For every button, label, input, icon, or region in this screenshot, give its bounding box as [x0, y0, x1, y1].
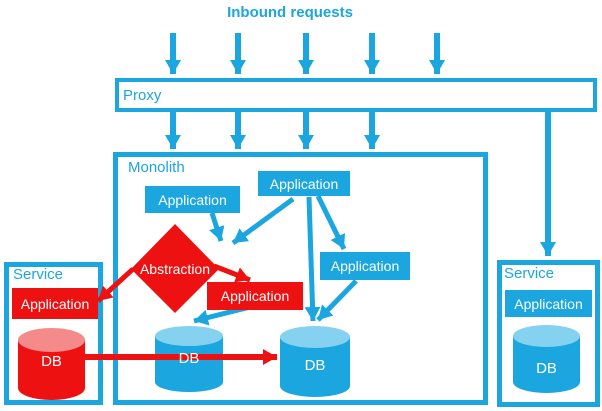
- inbound-requests-label: Inbound requests: [227, 4, 353, 21]
- app-top-to-db-right-arrow: [304, 196, 321, 322]
- abstraction-to-new-app-arrow: [213, 263, 251, 283]
- service-left-db-label: DB: [41, 353, 62, 370]
- app-top-to-abstraction-arrow: [231, 196, 295, 246]
- service-right-box: [497, 260, 600, 407]
- monolith-new-app: Application: [207, 282, 303, 310]
- monolith-app-left: Application: [145, 186, 240, 213]
- monolith-app-top: Application: [258, 171, 350, 196]
- proxy-to-monolith-arrows: [165, 112, 380, 149]
- service-right-db-label: DB: [536, 360, 557, 377]
- abstraction-diamond: [131, 224, 219, 313]
- inbound-arrows: [165, 33, 445, 74]
- service-right-app: Application: [505, 290, 592, 317]
- proxy-box: [115, 78, 597, 112]
- service-left-label: Service: [13, 266, 64, 283]
- monolith-db-left-cylinder: [155, 326, 223, 392]
- service-right-label: Service: [504, 265, 555, 282]
- monolith-db-right-cylinder: [280, 326, 350, 397]
- abstraction-label: Abstraction: [139, 261, 211, 277]
- monolith-label: Monolith: [128, 159, 185, 176]
- monolith-app-right: Application: [320, 252, 410, 280]
- app-left-to-abstraction-arrow: [209, 212, 225, 242]
- service-left-app: Application: [12, 288, 98, 319]
- abstraction-to-service-left-app-arrow: [96, 267, 135, 303]
- monolith-box: [113, 152, 488, 405]
- service-right-db-cylinder: [513, 325, 580, 393]
- monolith-db-right-label: DB: [304, 357, 326, 374]
- service-left-box: [4, 262, 103, 405]
- app-right-to-db-right-arrow: [316, 279, 358, 322]
- service-left-db-cylinder: [18, 328, 85, 401]
- app-top-to-app-right-arrow: [315, 194, 347, 251]
- proxy-label: Proxy: [123, 87, 162, 104]
- monolith-db-left-label: DB: [178, 350, 200, 367]
